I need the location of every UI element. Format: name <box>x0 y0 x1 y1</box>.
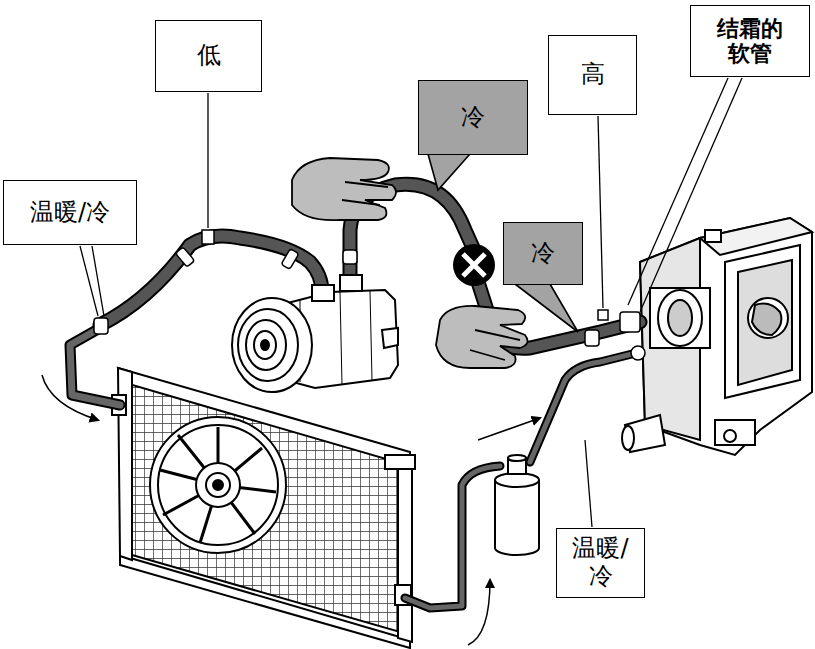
hand <box>292 158 528 368</box>
condenser <box>112 368 415 648</box>
callout-text: 高 <box>581 61 605 89</box>
callout-text: 温暖/冷 <box>30 199 110 227</box>
callout-text: 结霜的软管 <box>714 16 787 67</box>
callout-box: 低 <box>155 20 262 92</box>
callout-box: 冷 <box>503 222 583 285</box>
callout-box: 温暖/冷 <box>3 180 137 245</box>
compressor <box>232 275 398 392</box>
callout-text: 冷 <box>461 104 485 132</box>
refrigerant-lines <box>70 184 640 608</box>
callout-box: 温暖/冷 <box>556 528 645 598</box>
receiver-drier <box>495 455 539 555</box>
leader-line <box>80 78 742 527</box>
flow-arrow <box>42 375 540 645</box>
callout-text: 温暖/冷 <box>567 535 634 590</box>
callout-box: 冷 <box>418 80 528 155</box>
callout-box: 高 <box>548 35 637 115</box>
callout-text: 冷 <box>531 240 555 268</box>
callout-text: 低 <box>197 42 221 70</box>
restriction-symbol <box>453 244 495 286</box>
callout-box: 结霜的软管 <box>690 5 810 77</box>
